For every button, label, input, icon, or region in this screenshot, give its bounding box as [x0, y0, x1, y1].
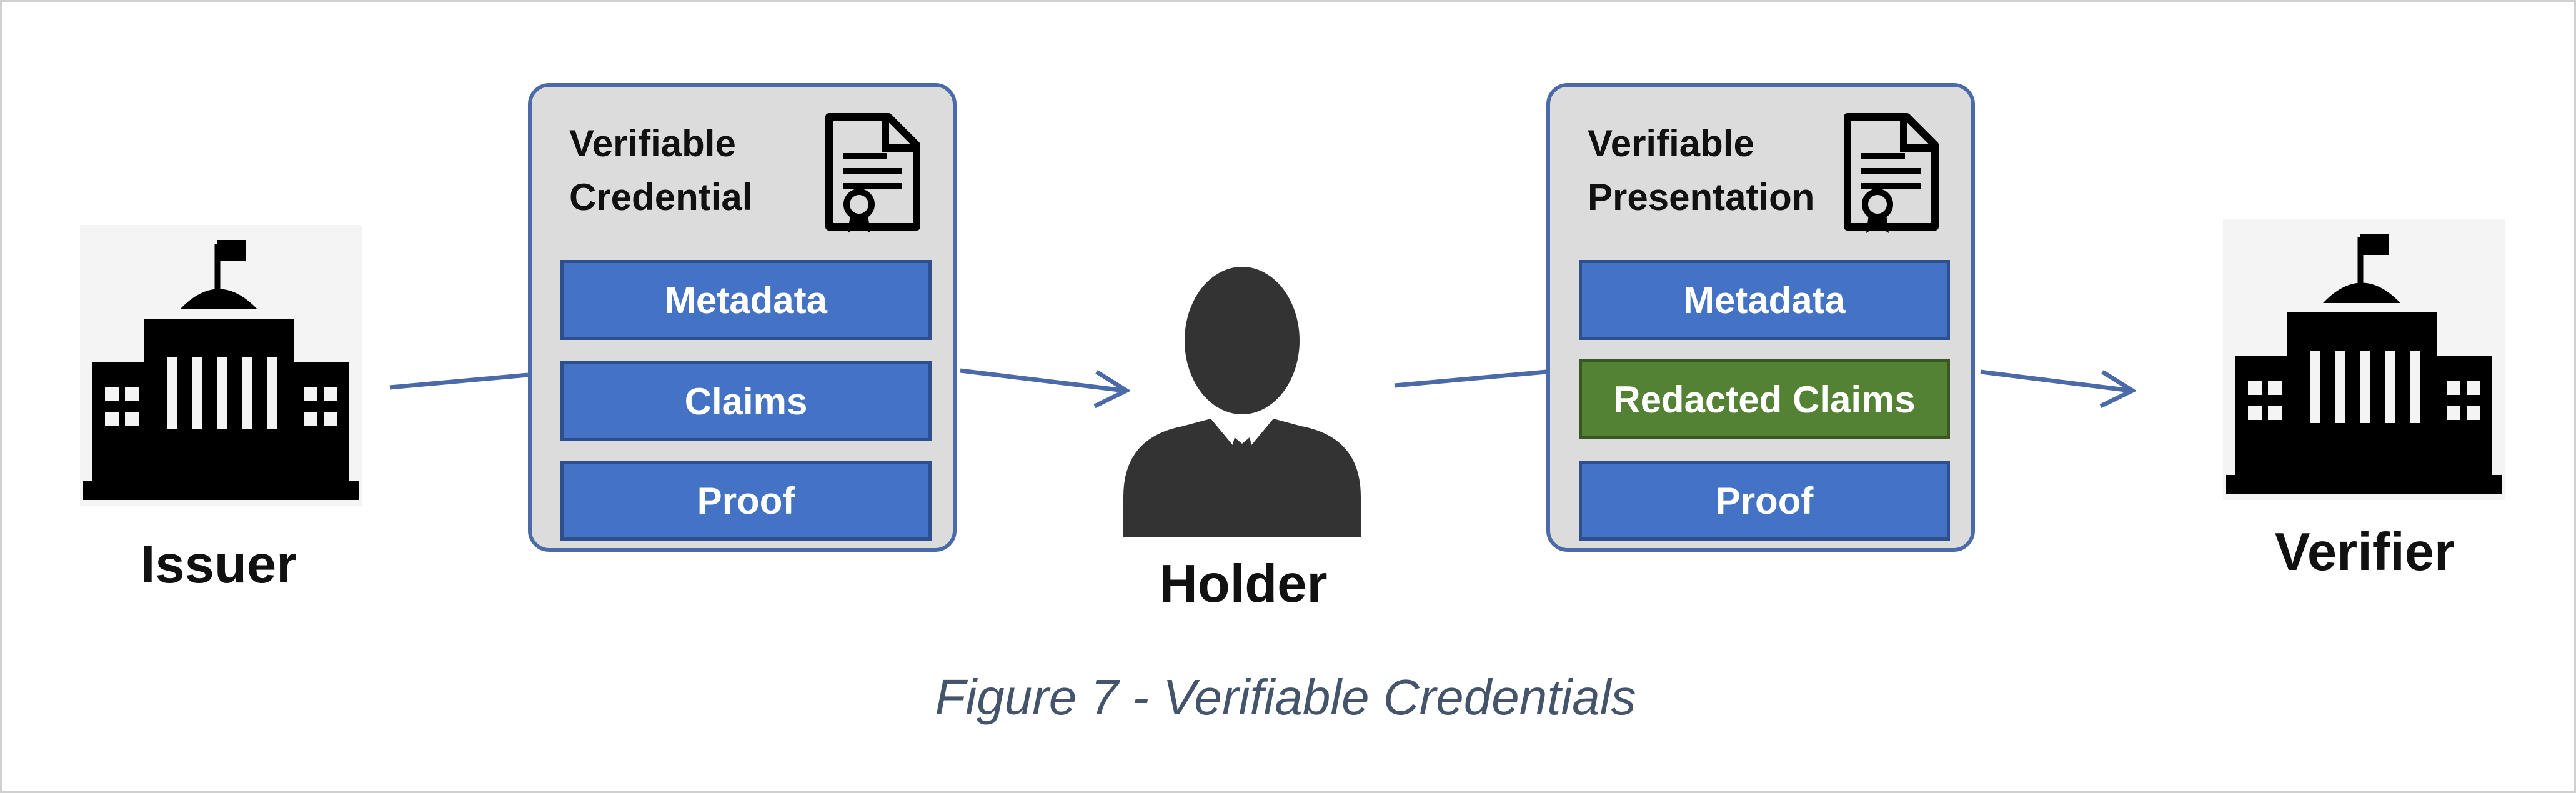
holder-label: Holder: [1159, 554, 1328, 614]
issuer-building-icon: [80, 225, 362, 506]
presentation-redacted-claims-field: Redacted Claims: [1579, 359, 1950, 439]
certificate-icon: [825, 113, 920, 233]
arrow-issuer-to-credential: [389, 372, 529, 390]
verifiable-credential-card: Verifiable Credential Metadata Claims Pr…: [528, 83, 957, 552]
presentation-metadata-field: Metadata: [1579, 260, 1950, 340]
verifiable-presentation-card: Verifiable Presentation Metadata Redacte…: [1546, 83, 1975, 552]
verifier-building-icon: [2223, 219, 2505, 500]
credential-title: Verifiable Credential: [569, 122, 753, 218]
credential-metadata-field: Metadata: [560, 260, 932, 340]
verifier-label: Verifier: [2274, 522, 2455, 582]
figure-caption: Figure 7 - Verifiable Credentials: [935, 669, 1636, 725]
presentation-title: Verifiable Presentation: [1588, 122, 1815, 218]
presentation-proof-field: Proof: [1579, 461, 1950, 541]
arrow-holder-to-presentation: [1394, 369, 1547, 388]
credential-claims-field: Claims: [560, 361, 932, 441]
arrow-credential-to-holder: [960, 368, 1125, 393]
arrowhead-verifier: [2099, 370, 2137, 409]
certificate-icon: [1844, 113, 1939, 233]
credential-proof-field: Proof: [560, 461, 932, 541]
arrow-presentation-to-verifier: [1980, 369, 2131, 393]
arrowhead-holder: [1093, 370, 1131, 409]
issuer-label: Issuer: [140, 535, 297, 594]
holder-person-icon: [1105, 250, 1380, 544]
